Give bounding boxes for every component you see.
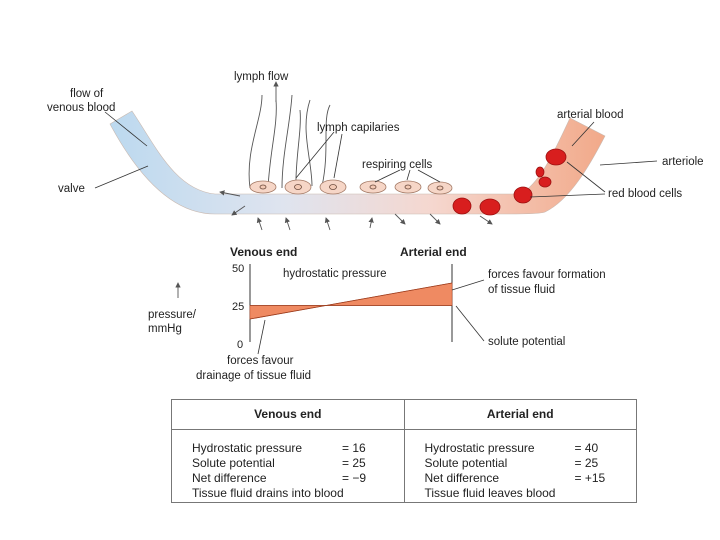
formation-leader — [452, 280, 484, 290]
flow-of-label: flow of — [70, 88, 104, 100]
row-label: Tissue fluid drains into blood — [192, 486, 342, 501]
table-row: Net difference= −9 — [192, 471, 404, 486]
table-row: Tissue fluid leaves blood — [425, 486, 637, 501]
row-value: = −9 — [342, 471, 402, 486]
row-value: = +15 — [575, 471, 635, 486]
drainage-label-line1: forces favour — [227, 355, 294, 367]
venous-end-heading: Venous end — [230, 245, 297, 259]
row-value: = 16 — [342, 441, 402, 456]
arteriole-label: arteriole — [662, 156, 704, 168]
y-tick-25: 25 — [232, 301, 244, 313]
arterial-end-heading: Arterial end — [400, 245, 467, 259]
red-blood-cells-label: red blood cells — [608, 188, 682, 200]
table-row: Solute potential= 25 — [425, 456, 637, 471]
y-tick-0: 0 — [237, 339, 243, 351]
solute-potential-label: solute potential — [488, 336, 565, 348]
valve-label: valve — [58, 183, 85, 195]
y-axis-label-line2: mmHg — [148, 323, 182, 335]
row-label: Hydrostatic pressure — [425, 441, 575, 456]
venous-end-column: Venous end Hydrostatic pressure= 16 Solu… — [172, 400, 404, 502]
table-row: Hydrostatic pressure= 40 — [425, 441, 637, 456]
lymph-capillaries-label: lymph capilaries — [317, 122, 400, 134]
row-label: Solute potential — [425, 456, 575, 471]
formation-label-line2: of tissue fluid — [488, 284, 555, 296]
respiring-cells — [250, 180, 452, 194]
row-value: = 40 — [575, 441, 635, 456]
drainage-label-line2: drainage of tissue fluid — [196, 370, 311, 382]
row-value: = 25 — [575, 456, 635, 471]
row-label: Solute potential — [192, 456, 342, 471]
solute-leader — [456, 306, 484, 341]
row-label: Net difference — [425, 471, 575, 486]
lymph-capillaries — [249, 95, 330, 188]
row-label: Net difference — [192, 471, 342, 486]
row-value: = 25 — [342, 456, 402, 471]
formation-label-line1: forces favour formation — [488, 269, 606, 281]
pressure-summary-table: Venous end Hydrostatic pressure= 16 Solu… — [171, 399, 637, 503]
table-row: Hydrostatic pressure= 16 — [192, 441, 404, 456]
row-label: Hydrostatic pressure — [192, 441, 342, 456]
table-row: Solute potential= 25 — [192, 456, 404, 471]
arterial-end-column: Arterial end Hydrostatic pressure= 40 So… — [404, 400, 637, 502]
hydrostatic-pressure-label: hydrostatic pressure — [283, 268, 387, 280]
y-axis-label-line1: pressure/ — [148, 309, 197, 321]
table-row: Net difference= +15 — [425, 471, 637, 486]
arterial-blood-label: arterial blood — [557, 109, 623, 121]
drainage-leader — [258, 320, 265, 354]
arterial-column-title: Arterial end — [405, 407, 637, 430]
pressure-chart: 50 25 0 pressure/ mmHg hydrostatic press… — [148, 263, 606, 382]
table-row: Tissue fluid drains into blood — [192, 486, 404, 501]
venous-blood-label: venous blood — [47, 102, 115, 114]
respiring-cells-label: respiring cells — [362, 159, 433, 171]
lymph-flow-label: lymph flow — [234, 71, 289, 83]
y-tick-50: 50 — [232, 263, 244, 275]
row-label: Tissue fluid leaves blood — [425, 486, 575, 501]
venous-column-title: Venous end — [172, 407, 404, 430]
